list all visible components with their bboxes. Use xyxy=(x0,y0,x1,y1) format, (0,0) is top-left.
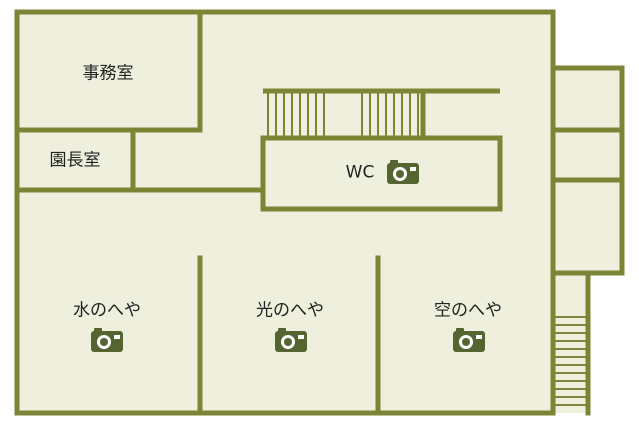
stair-treads-right xyxy=(361,92,419,138)
wc-wall xyxy=(260,135,503,212)
camera-icon[interactable] xyxy=(91,328,123,352)
room-label-office: 事務室 xyxy=(82,63,134,84)
room-label-water: 水のへや xyxy=(73,300,141,321)
stair-treads-right-passage xyxy=(554,316,587,406)
floor-wc xyxy=(263,138,500,209)
stair-treads-left xyxy=(267,92,325,138)
room-label-light: 光のへや xyxy=(256,300,324,321)
room-label-sky: 空のへや xyxy=(434,300,502,321)
room-label-director: 園長室 xyxy=(49,150,101,171)
camera-icon[interactable] xyxy=(275,328,307,352)
floor-annex xyxy=(553,68,622,273)
camera-icon[interactable] xyxy=(387,160,419,184)
camera-icon[interactable] xyxy=(453,328,485,352)
room-label-wc: WC xyxy=(345,162,375,183)
floor-stair-right xyxy=(553,273,588,413)
